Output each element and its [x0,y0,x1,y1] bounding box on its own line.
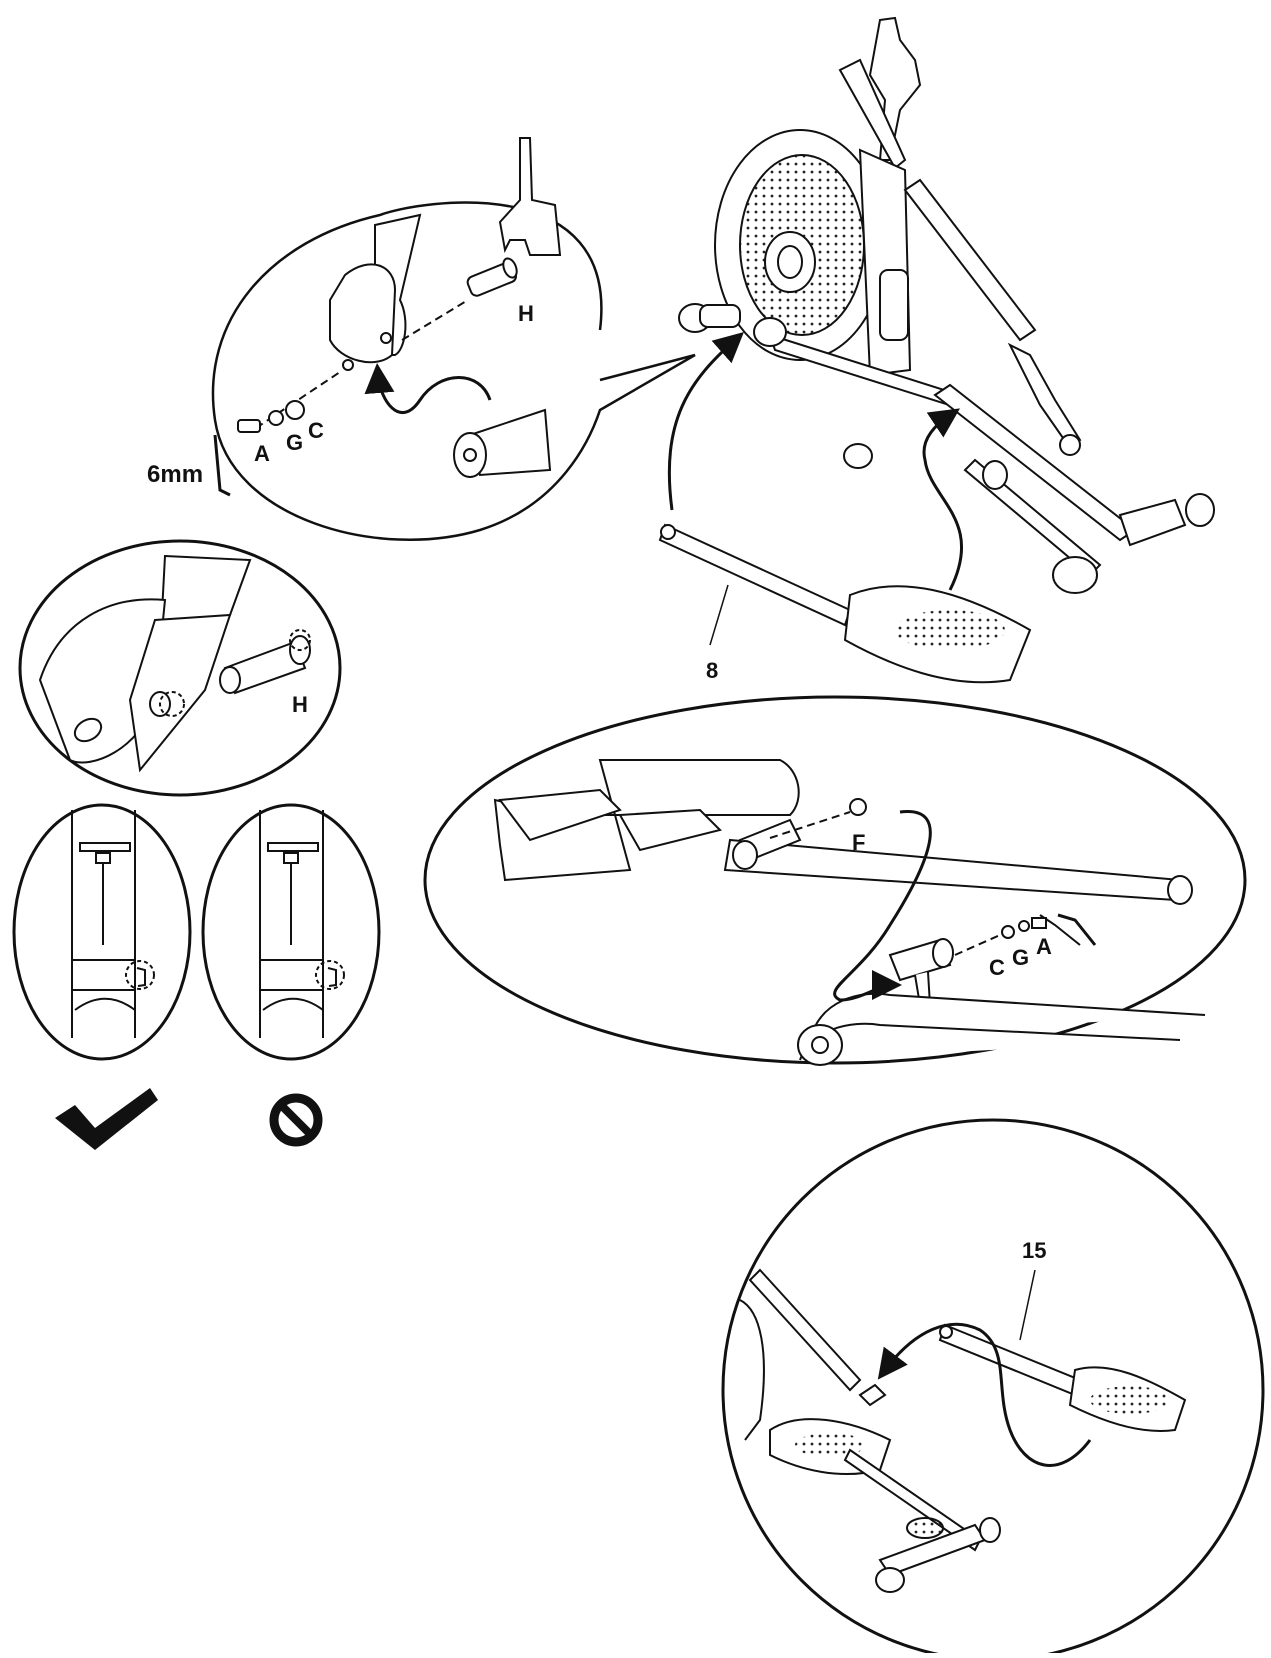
part-label-15: 15 [1022,1238,1047,1263]
washer-g-part [268,410,284,426]
part-label-g-bottom: G [1012,945,1030,970]
attach-arrow [877,1322,1092,1467]
bracket-detail [38,554,252,773]
part-label-a-bottom: A [1036,934,1052,959]
leg-bracket-correct [71,810,155,1038]
part-label-g: G [286,430,304,455]
roller-joint-detail [797,914,1206,1066]
callout-axle-assembly [211,201,696,541]
tool-size-label: 6mm [147,461,204,488]
insertion-arrow [833,810,932,1002]
washer-f-part [849,798,867,816]
leader-line [709,584,729,646]
leg-bracket-incorrect [259,810,345,1038]
leader-line [1019,1269,1036,1341]
attach-arrow [667,332,744,511]
checkmark-icon [55,1088,158,1150]
washer-c-part [1001,925,1015,939]
second-pedal-detail [938,1323,1187,1432]
attach-arrow [922,408,963,591]
insertion-arrow [364,363,492,415]
pedal-arm-8 [658,523,1032,684]
axle-h-detail [466,257,518,297]
bolt-a-part [237,419,261,433]
hex-key-icon [213,434,231,497]
hex-key-icon [1057,913,1097,946]
part-label-h-detail: H [292,692,308,717]
assembly-axis-line [401,299,469,341]
washer-g-part [1018,920,1030,932]
axle-h-part [219,629,311,695]
washer-c-part [285,400,305,420]
part-label-8: 8 [706,658,719,683]
elliptical-machine [678,16,1215,594]
bolt-a-part [1031,917,1047,929]
assembly-axis-line [769,811,851,839]
callout-second-pedal [721,1118,1265,1658]
pedal-platform-detail [493,759,1193,905]
roller-detail [453,408,552,478]
part-label-f: F [852,830,866,855]
part-label-c-bottom: C [989,955,1005,980]
assembly-axis-line [954,934,1001,956]
part-label-c: C [308,418,324,443]
machine-base-detail [739,1268,1001,1593]
part-label-a: A [254,441,270,466]
part-label-h: H [518,301,534,326]
prohibited-icon [269,1093,323,1147]
tool-wrench [498,137,562,256]
frame-leg-detail [329,213,422,371]
